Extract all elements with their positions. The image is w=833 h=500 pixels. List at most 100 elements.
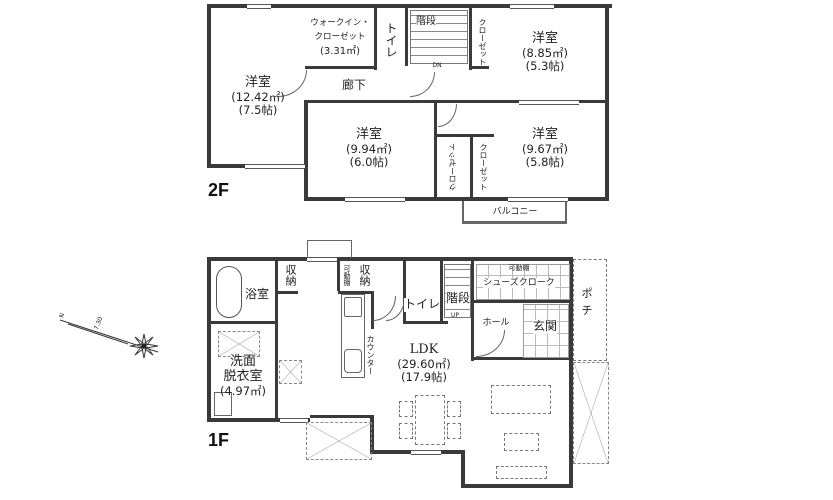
room-western-2: 洋室 (8.85㎡) (5.3帖) bbox=[521, 31, 569, 74]
storage-area bbox=[218, 331, 260, 357]
sofa bbox=[491, 385, 551, 414]
wall bbox=[471, 261, 474, 361]
floor-label-1f: 1F bbox=[208, 430, 230, 450]
storage-area-2 bbox=[279, 360, 302, 384]
room-porch: ポ チ bbox=[581, 287, 593, 317]
room-western-1: 洋室 (12.42㎡) (7.5帖) bbox=[231, 75, 285, 118]
wall bbox=[370, 418, 374, 453]
window bbox=[411, 450, 441, 455]
wall bbox=[469, 8, 472, 70]
wall bbox=[471, 357, 573, 360]
room-storage-1: 収納 bbox=[284, 264, 297, 286]
wall bbox=[211, 321, 276, 324]
window bbox=[247, 4, 271, 9]
wall bbox=[207, 418, 310, 422]
stove-icon bbox=[344, 297, 362, 317]
wall bbox=[440, 261, 443, 323]
wall bbox=[462, 201, 464, 223]
wall bbox=[278, 291, 298, 294]
wall bbox=[473, 300, 573, 303]
room-entrance: 玄関 bbox=[532, 319, 558, 334]
washbasin bbox=[214, 392, 232, 416]
wall bbox=[310, 415, 374, 418]
wall bbox=[207, 4, 612, 8]
wall bbox=[207, 4, 211, 167]
porch-area bbox=[573, 259, 607, 361]
wall bbox=[569, 257, 573, 488]
wall bbox=[434, 134, 494, 137]
window bbox=[245, 164, 305, 169]
window bbox=[510, 4, 554, 9]
chair bbox=[399, 401, 413, 417]
window bbox=[345, 197, 405, 202]
bay bbox=[307, 240, 308, 258]
wall bbox=[403, 261, 406, 323]
wall bbox=[207, 257, 571, 261]
wall bbox=[605, 4, 609, 201]
room-western-3: 洋室 (9.94㎡) (6.0帖) bbox=[345, 127, 393, 170]
deck-area bbox=[573, 362, 609, 464]
room-ldk: LDK (29.60㎡) (17.9帖) bbox=[397, 342, 451, 385]
terrace-area bbox=[306, 422, 372, 460]
room-western-4: 洋室 (9.67㎡) (5.8帖) bbox=[521, 127, 569, 170]
window bbox=[307, 257, 337, 262]
room-bathroom: 浴室 bbox=[244, 287, 270, 301]
shoe-closet-shelf-label: 可動棚 bbox=[508, 264, 530, 272]
wall bbox=[275, 261, 278, 421]
wall bbox=[305, 66, 375, 69]
room-hallway-2f: 廊下 bbox=[341, 78, 367, 92]
stairs-up-mark: UP bbox=[450, 312, 460, 319]
wall bbox=[470, 134, 473, 200]
room-closet-2f-b: クローゼット bbox=[448, 143, 457, 191]
wall bbox=[304, 100, 308, 200]
room-washroom: 洗面 脱衣室 (4.97㎡) bbox=[219, 354, 267, 398]
tv-board bbox=[496, 466, 547, 479]
window bbox=[280, 418, 308, 423]
door[interactable] bbox=[438, 104, 457, 127]
window bbox=[508, 197, 568, 202]
chair bbox=[399, 423, 413, 439]
bay bbox=[351, 240, 352, 258]
room-balcony: バルコニー bbox=[492, 207, 538, 217]
door[interactable] bbox=[476, 330, 505, 357]
room-hall: ホール bbox=[482, 318, 510, 328]
wall bbox=[462, 221, 567, 224]
compass-rose-icon bbox=[59, 319, 159, 359]
chair bbox=[447, 423, 461, 439]
floor-label-2f: 2F bbox=[208, 180, 230, 200]
room-storage-2: 収納 bbox=[358, 264, 371, 286]
room-shoe-closet: シューズクローク bbox=[483, 278, 555, 289]
door[interactable] bbox=[410, 72, 435, 97]
room-stairs-2f: 階段 bbox=[416, 16, 436, 28]
stairs-dn-mark: DN bbox=[432, 62, 442, 69]
wall bbox=[469, 66, 489, 69]
wall bbox=[461, 484, 573, 488]
wall bbox=[434, 100, 437, 200]
adjustable-shelf-1: 可動棚 bbox=[343, 265, 351, 286]
wall bbox=[374, 8, 377, 70]
counter-label: カウンター bbox=[366, 335, 375, 375]
window bbox=[519, 100, 579, 105]
room-stairs-1f: 階段 bbox=[445, 291, 471, 306]
room-toilet-2f: トイレ bbox=[384, 22, 398, 58]
wall bbox=[461, 450, 465, 488]
wall bbox=[403, 321, 448, 324]
room-toilet-1f: トイレ bbox=[403, 297, 441, 312]
chair bbox=[447, 401, 461, 417]
wall bbox=[337, 261, 340, 291]
bathtub bbox=[216, 266, 242, 318]
wall bbox=[207, 257, 211, 422]
wall bbox=[305, 100, 607, 103]
wall bbox=[565, 201, 567, 223]
wall bbox=[405, 8, 408, 66]
dining-table bbox=[415, 395, 445, 445]
bay bbox=[307, 240, 352, 241]
sink-icon bbox=[344, 349, 362, 373]
coffee-table bbox=[504, 433, 539, 451]
stairs-1f bbox=[444, 264, 471, 318]
room-closet-2f-a: クローゼット bbox=[478, 18, 487, 66]
compass: N 7.30 bbox=[58, 310, 168, 370]
room-walk-in-closet: ウォークイン・ クローゼット (3.31㎡) bbox=[310, 18, 370, 57]
wall bbox=[304, 197, 609, 201]
